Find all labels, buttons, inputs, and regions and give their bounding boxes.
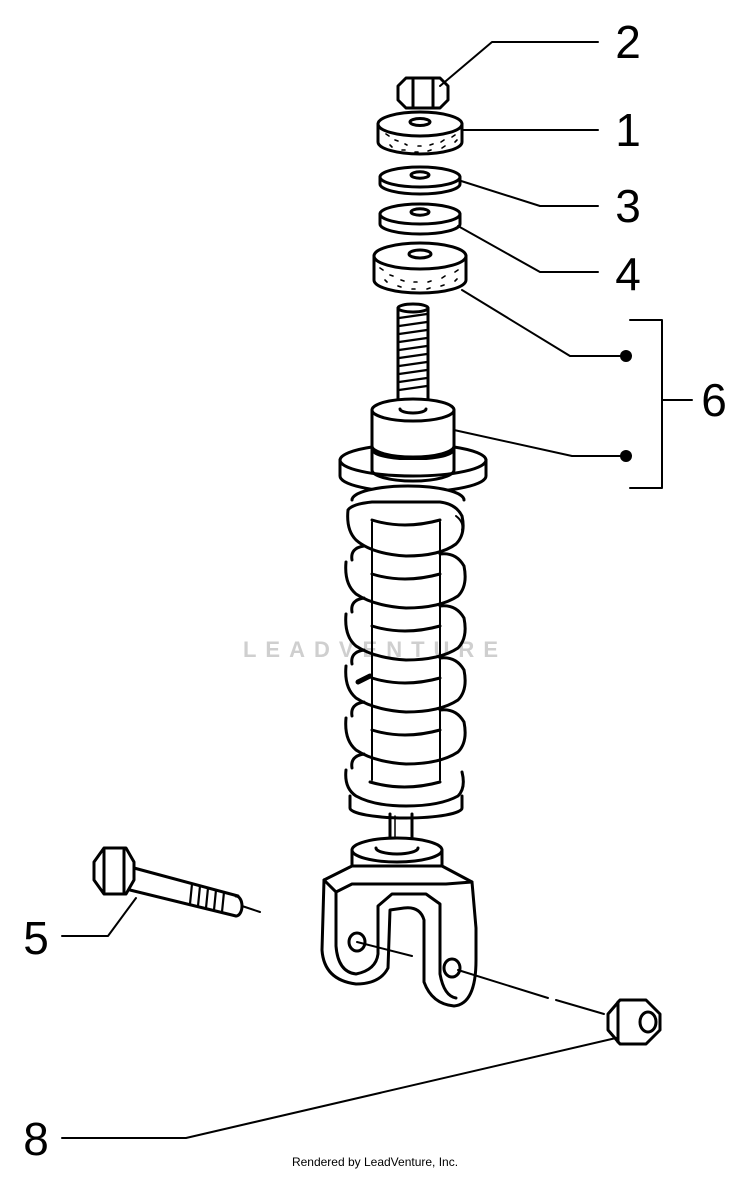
- upper-washer-part: [378, 165, 462, 196]
- kit-bullet-dot: [620, 350, 632, 362]
- mounting-bolt-part: [92, 846, 261, 918]
- callout-label: 3: [615, 180, 641, 232]
- top-nut-part: [396, 76, 450, 110]
- callout-label: 2: [615, 16, 641, 68]
- kit-bullet-dot: [620, 450, 632, 462]
- lock-nut-part: [606, 998, 662, 1046]
- callout-label: 4: [615, 248, 641, 300]
- threaded-rod-part: [396, 302, 430, 414]
- lower-clevis-mount: [320, 836, 478, 1008]
- callout-label: 5: [23, 912, 49, 964]
- watermark-text: LEADVENTURE: [243, 637, 507, 662]
- shock-top-body: [370, 397, 456, 471]
- footer-credit: Rendered by LeadVenture, Inc.: [292, 1155, 458, 1169]
- leader-lines: [61, 41, 693, 1139]
- upper-bushing-part: [376, 110, 464, 156]
- assembly-axis-lines: [356, 941, 605, 1015]
- callout-label: 6: [701, 374, 727, 426]
- callout-label: 8: [23, 1113, 49, 1165]
- coil-spring-part: [344, 484, 467, 820]
- callout-label: 1: [615, 104, 641, 156]
- lower-washer-part: [378, 202, 462, 236]
- lower-bushing-part: [372, 241, 468, 295]
